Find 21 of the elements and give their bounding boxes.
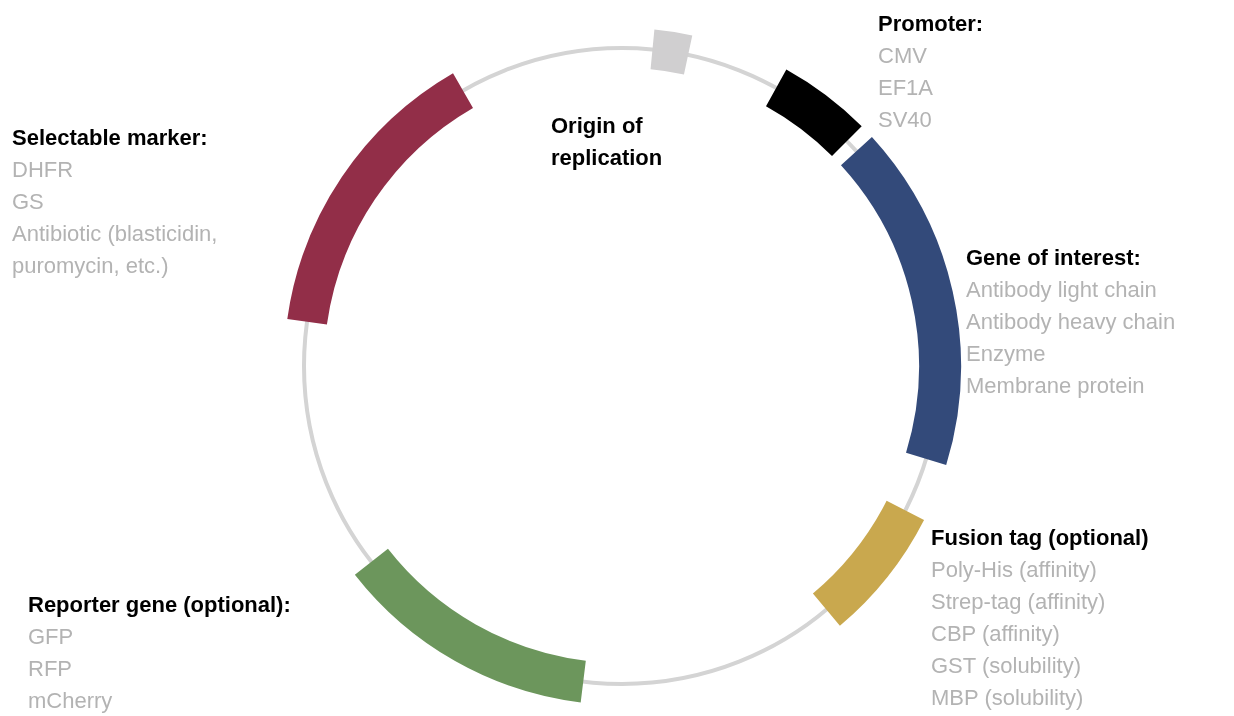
segment-option: Antibody heavy chain bbox=[966, 306, 1232, 338]
segment-option: DHFR bbox=[12, 154, 290, 186]
segment-heading: Promoter: bbox=[878, 10, 985, 38]
segment-heading: Fusion tag (optional) bbox=[931, 524, 1150, 552]
segment-heading: Selectable marker: bbox=[12, 124, 209, 152]
segment-option: Strep-tag (affinity) bbox=[931, 586, 1191, 618]
segment-option: Antibody light chain bbox=[966, 274, 1232, 306]
segment-heading: Reporter gene (optional): bbox=[28, 591, 292, 619]
segment-option: GST (solubility) bbox=[931, 650, 1191, 682]
segment-option: Poly-His (affinity) bbox=[931, 554, 1191, 586]
segment-option: Antibiotic (blasticidin, puromycin, etc.) bbox=[12, 218, 290, 282]
segment-option: Enzyme bbox=[966, 338, 1232, 370]
segment-option: CBP (affinity) bbox=[931, 618, 1191, 650]
segment-option: GFP bbox=[28, 621, 348, 653]
segment-option: Membrane protein bbox=[966, 370, 1232, 402]
segment-heading: Gene of interest: bbox=[966, 244, 1142, 272]
segment-option: CMV bbox=[878, 40, 1078, 72]
segment-option: mCherry bbox=[28, 685, 348, 716]
segment-option: MBP (solubility) bbox=[931, 682, 1191, 714]
segment-option: GS bbox=[12, 186, 290, 218]
segment-option: RFP bbox=[28, 653, 348, 685]
